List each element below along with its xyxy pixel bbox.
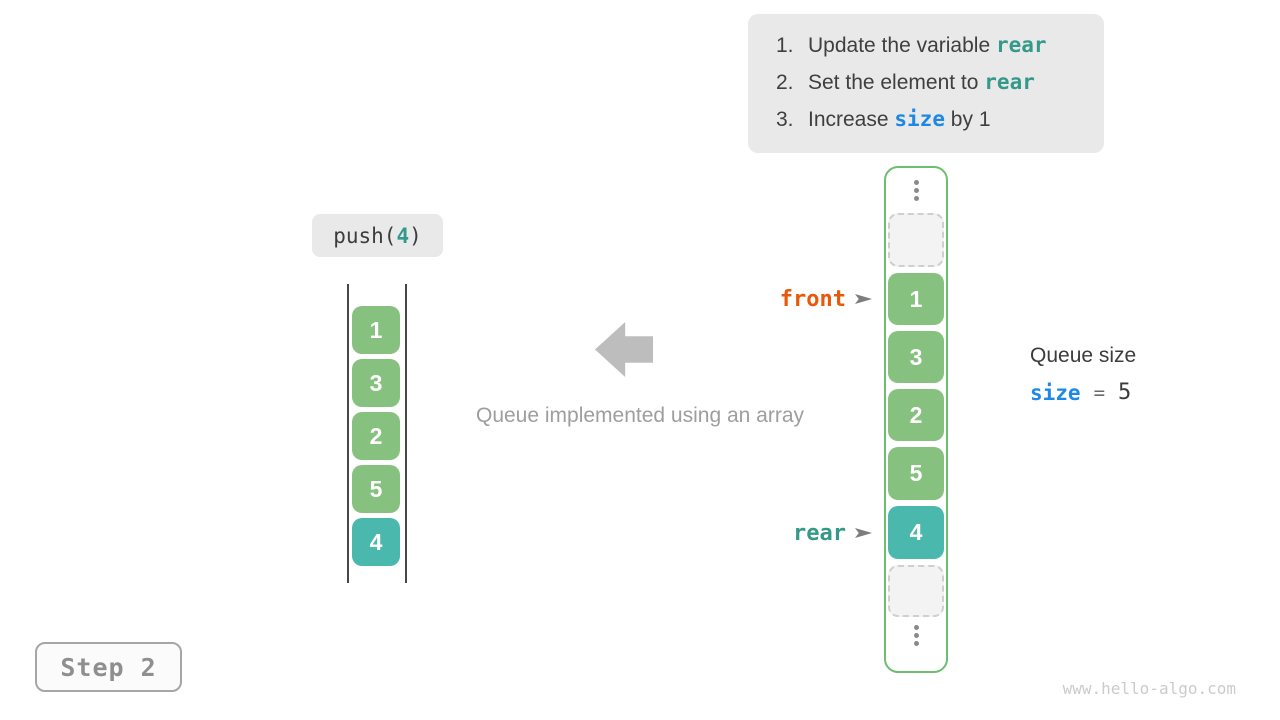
instruction-text: Increase size by 1	[808, 107, 991, 131]
instruction-text: Set the element to rear	[808, 70, 1035, 94]
array-cell-rear-highlighted: 4	[888, 506, 944, 559]
array-cell-front: 1	[888, 273, 944, 325]
instruction-number: 3.	[776, 108, 794, 131]
stack-cell: 3	[352, 359, 400, 407]
stack-wall-left	[347, 284, 349, 583]
push-prefix: push(	[333, 223, 397, 248]
stack-cell: 5	[352, 465, 400, 513]
front-pointer: front	[692, 286, 872, 312]
watermark: www.hello-algo.com	[1062, 679, 1236, 698]
push-argument: 4	[396, 223, 410, 248]
size-value: 5	[1118, 380, 1132, 405]
code-token-size: size	[1030, 380, 1081, 405]
array-cell: 5	[888, 447, 944, 500]
code-token-size: size	[894, 107, 945, 131]
array-container: 1 3 2 5 4	[884, 166, 948, 673]
code-token-rear: rear	[995, 33, 1047, 57]
instruction-text: Update the variable rear	[808, 33, 1047, 57]
stack-cell: 2	[352, 412, 400, 460]
front-pointer-label: front	[779, 286, 846, 312]
left-block-arrow-icon	[595, 322, 653, 377]
instruction-item-2: 2. Set the element to rear	[776, 64, 1104, 101]
ellipsis-dots-bottom	[886, 625, 946, 646]
right-arrow-icon	[855, 528, 872, 538]
instruction-number: 1.	[776, 34, 794, 57]
diagram-caption: Queue implemented using an array	[475, 404, 805, 427]
array-empty-slot	[888, 565, 944, 617]
stack-cell: 1	[352, 306, 400, 354]
rear-pointer: rear	[692, 520, 872, 546]
equals-sign: =	[1093, 381, 1106, 404]
queue-size-title: Queue size	[1030, 344, 1137, 367]
instruction-item-1: 1. Update the variable rear	[776, 27, 1104, 64]
step-badge-label: Step 2	[60, 652, 157, 682]
push-suffix: )	[409, 223, 422, 248]
instruction-panel: 1. Update the variable rear 2. Set the ele…	[748, 14, 1104, 153]
stack-wall-right	[405, 284, 407, 583]
ellipsis-dots-top	[886, 180, 946, 201]
instruction-item-3: 3. Increase size by 1	[776, 101, 1104, 138]
array-cell: 2	[888, 389, 944, 441]
array-cell: 3	[888, 331, 944, 383]
array-empty-slot	[888, 213, 944, 267]
rear-pointer-label: rear	[793, 520, 846, 546]
right-arrow-icon	[855, 294, 872, 304]
push-operation-label: push(4)	[312, 214, 443, 257]
code-token-rear: rear	[984, 70, 1035, 94]
instruction-number: 2.	[776, 71, 794, 94]
step-badge: Step 2	[35, 642, 182, 692]
queue-size-value: size = 5	[1030, 380, 1131, 405]
stack-cell-highlighted: 4	[352, 518, 400, 566]
